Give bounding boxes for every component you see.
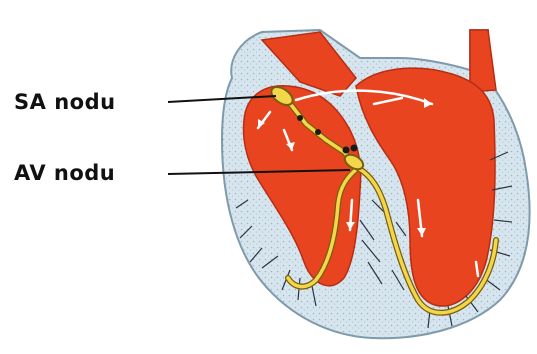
great-vessel-right: [470, 30, 496, 92]
av-node-dot: [351, 145, 358, 152]
conduction-dot: [297, 115, 303, 121]
conduction-dot: [315, 129, 321, 135]
sa-node-label: SA nodu: [14, 90, 116, 114]
av-node-label: AV nodu: [14, 161, 115, 185]
av-node-dot: [343, 147, 350, 154]
